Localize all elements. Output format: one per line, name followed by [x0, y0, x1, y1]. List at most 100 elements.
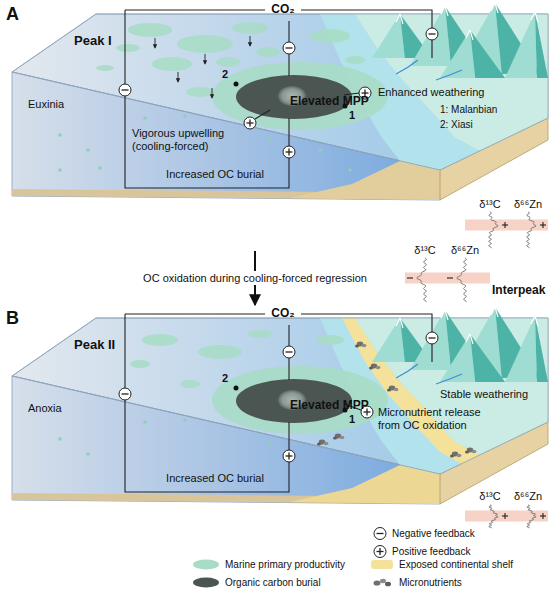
surface-outline: [12, 318, 548, 474]
negative-feedback-symbol: [119, 388, 131, 400]
legend-text: Positive feedback: [392, 546, 470, 558]
sinking-particle: [268, 442, 272, 446]
feedback-line: [301, 314, 432, 362]
productivity-patch: [96, 65, 114, 71]
micronutrient-pebble: [394, 388, 399, 392]
excursion-sign: [542, 222, 543, 228]
productivity-patch: [180, 380, 200, 388]
symbol-ring: [283, 346, 295, 358]
productivity-patch: [216, 57, 240, 67]
snow-cap: [441, 6, 448, 16]
ocean-block: [12, 3, 548, 200]
isotope-label: δ⁶⁶Zn: [514, 198, 542, 211]
symbol-ring: [283, 42, 295, 54]
micronutrient-pebble: [465, 450, 469, 453]
symbol-bar: [122, 393, 129, 394]
productivity-patch: [152, 57, 192, 71]
symbol-bar: [429, 337, 436, 338]
productivity-patch: [232, 22, 268, 34]
mountain: [410, 6, 451, 66]
micronutrient-pebble: [324, 442, 329, 446]
mountain: [535, 316, 548, 382]
legend-item: Exposed continental shelf: [370, 558, 513, 571]
snow-cap: [441, 310, 448, 320]
legend-item: Negative feedback: [373, 527, 475, 540]
productivity-patch: [198, 345, 242, 359]
legend-item: Organic carbon burial: [192, 576, 321, 589]
symbol-bar: [379, 548, 380, 555]
sinking-particle: [183, 114, 187, 118]
legend-sample: [373, 527, 387, 540]
snow-cap: [531, 316, 538, 326]
mountain: [505, 12, 537, 78]
positive-feedback-symbol: [283, 450, 295, 462]
symbol-ring: [119, 388, 131, 400]
snow-cap: [491, 307, 498, 317]
ocean-block: [12, 307, 548, 504]
negative-feedback-symbol: [426, 332, 438, 344]
sinking-arrow: [155, 38, 156, 48]
legend-text: Exposed continental shelf: [399, 559, 513, 571]
site-key: 1: Malanbian: [440, 104, 497, 116]
productivity-patch: [310, 29, 350, 43]
legend-sample: [370, 558, 394, 571]
isotope-curves: [465, 505, 548, 528]
mountain: [505, 316, 537, 382]
isotope-label: δ¹³C: [414, 244, 435, 257]
micronutrient-pebble: [376, 366, 381, 370]
isotope-curve: [457, 258, 467, 302]
process-label: Micronutrient release from OC oxidation: [378, 406, 502, 431]
process-label: Enhanced weathering: [378, 86, 484, 99]
site-number: 1: [349, 109, 355, 122]
mountain: [535, 12, 548, 78]
sinking-particle: [143, 116, 147, 120]
sinking-particle: [348, 168, 352, 172]
micronutrient-pebble: [340, 436, 345, 440]
productivity-patch: [248, 330, 272, 338]
sinking-arrow: [205, 54, 206, 64]
negative-feedback-symbol: [283, 346, 295, 358]
productivity-halo: [212, 366, 388, 434]
micronutrient-pebble: [362, 344, 367, 348]
panel-letter: A: [6, 4, 19, 25]
legend-swatch: [193, 578, 219, 588]
process-label: Increased OC burial: [166, 168, 264, 181]
positive-feedback-symbol: [374, 546, 386, 558]
symbol-bar: [286, 351, 293, 352]
site-number: 2: [222, 372, 228, 385]
process-label: Increased OC burial: [166, 472, 264, 485]
excursion-sign: [504, 513, 505, 519]
symbol-ring: [426, 332, 438, 344]
productivity-patch: [186, 87, 214, 97]
positive-feedback-symbol: [283, 146, 295, 158]
sinking-particle: [183, 418, 187, 422]
process-label: Stable weathering: [440, 388, 528, 401]
legend-item: Micronutrients: [370, 576, 462, 589]
micronutrient-pebble: [387, 388, 391, 391]
excursion-sign: [542, 513, 543, 519]
productivity-patch: [316, 335, 344, 345]
negative-feedback-symbol: [119, 84, 131, 96]
continental-slope: [290, 161, 440, 200]
mountain: [470, 30, 505, 78]
micronutrient-pebble: [472, 450, 477, 454]
river: [436, 374, 462, 384]
mountain: [372, 14, 405, 58]
isotope-label: δ¹³C: [479, 198, 500, 211]
micronutrient-pebble: [369, 366, 373, 369]
productivity-patch: [177, 35, 233, 53]
feedback-line: [125, 313, 265, 314]
gas-label: CO₂: [271, 3, 294, 17]
snow-cap: [396, 318, 403, 328]
node-label: Elevated MPP: [290, 95, 369, 109]
snow-cap: [531, 12, 538, 22]
legend-swatch: [371, 560, 393, 569]
productivity-patch: [116, 44, 140, 52]
micronutrient-pebble: [457, 454, 462, 458]
isotope-curve: [527, 505, 536, 528]
site-key: 2: Xiasi: [440, 119, 473, 131]
feedback-line: [255, 110, 270, 119]
arrow-label: OC oxidation during cooling-forced regre…: [140, 271, 370, 286]
excursion-sign: [407, 277, 413, 278]
